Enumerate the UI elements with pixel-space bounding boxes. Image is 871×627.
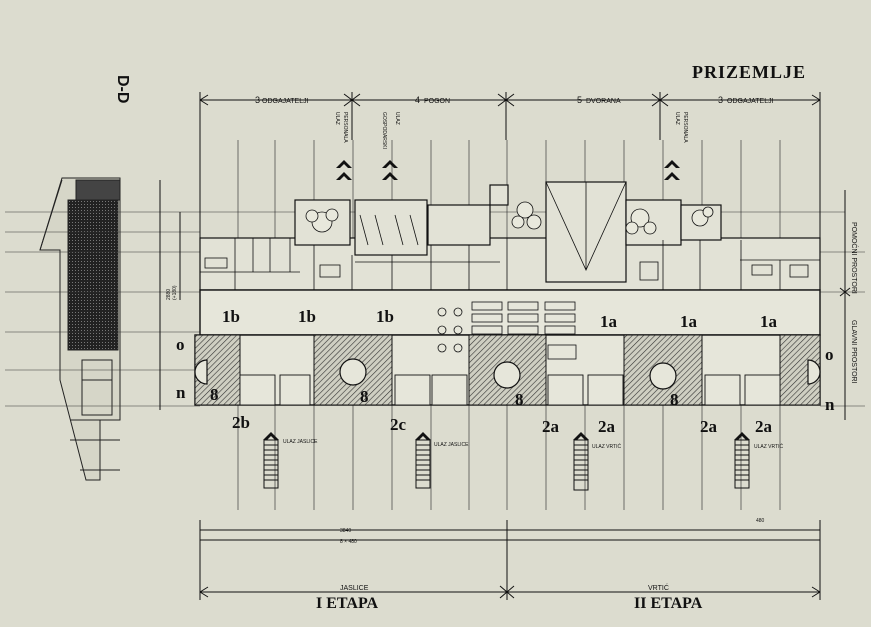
personala-label-1: PERSONALA — [342, 112, 348, 143]
bottom-dim-sub: 8 × 480 — [340, 539, 357, 545]
tree-symbols — [305, 201, 714, 235]
bottom-dim-total: 3840 — [340, 528, 351, 534]
left-dim-2: (+180) — [172, 285, 178, 300]
unit-2a-4: 2a — [755, 417, 773, 436]
section-label: D-D — [114, 75, 131, 103]
round-courtyards — [194, 358, 821, 390]
top-dim-1-num: 3 — [255, 95, 260, 105]
top-dim-3-label: DVORANA — [586, 98, 621, 105]
row-letter-n-left: n — [176, 383, 186, 402]
pomocni-prostori-label: POMOĆNI PROSTORI — [850, 222, 859, 294]
entry-vrtic-1: ULAZ VRTIĆ — [592, 443, 621, 450]
top-dim-2-num: 4 — [415, 95, 420, 105]
stage-2-sub: VRTIĆ — [648, 583, 669, 592]
unit-1b-3: 1b — [376, 307, 394, 326]
row-letter-n-right: n — [825, 395, 835, 414]
unit-1b-2: 1b — [298, 307, 316, 326]
room-8-1: 8 — [210, 385, 219, 404]
furniture-tables — [437, 301, 577, 360]
room-8-4: 8 — [670, 390, 679, 409]
entry-arrows-bottom — [263, 432, 750, 440]
glavni-prostori-label: GLAVNI PROSTORI — [850, 320, 857, 384]
unit-2a-3: 2a — [700, 417, 718, 436]
entry-arrows-top — [336, 160, 680, 180]
stage-1-label: I ETAPA — [316, 595, 379, 612]
unit-1a-2: 1a — [680, 312, 698, 331]
unit-1a-3: 1a — [760, 312, 778, 331]
bottom-dim-ptrs: 480 — [756, 518, 765, 524]
right-dimension — [839, 190, 851, 420]
personala-label-2: PERSONALA — [682, 112, 688, 143]
unit-2a-2: 2a — [598, 417, 616, 436]
top-dim-1-label: ODGAJATELJI — [262, 98, 309, 105]
top-dim-2-label: POGON — [424, 98, 450, 105]
entry-jaslice-1: ULAZ JASLICE — [283, 439, 318, 445]
bottom-dimension-lines — [159, 180, 821, 600]
service-wing — [199, 181, 821, 291]
stage-2-label: II ETAPA — [634, 595, 703, 612]
left-dim: 2880 — [166, 289, 172, 300]
ulaz-label-3: ULAZ — [674, 112, 680, 125]
top-dim-4-num: 3 — [718, 95, 723, 105]
service-rooms — [200, 181, 820, 290]
unit-2c: 2c — [390, 415, 407, 434]
entry-stairs-bottom — [263, 439, 750, 491]
stage-1-sub: JASLICE — [340, 585, 369, 592]
entry-vrtic-2: ULAZ VRTIĆ — [754, 443, 783, 450]
unit-1b-1: 1b — [222, 307, 240, 326]
top-dim-3-num: 5 — [577, 95, 582, 105]
top-dim-4-label: ODGAJATELJI — [727, 98, 774, 105]
plan-title: PRIZEMLJE — [692, 62, 806, 82]
unit-2a-1: 2a — [542, 417, 560, 436]
ulaz-label-1: ULAZ — [334, 112, 340, 125]
entry-jaslice-2: ULAZ JASLICE — [434, 442, 469, 448]
top-dimension-line — [199, 92, 821, 250]
unit-1a-1: 1a — [600, 312, 618, 331]
row-letter-o-left: o — [176, 335, 185, 354]
ulaz-label-2: ULAZ — [394, 112, 400, 125]
gospodarski-label: GOSPODARSKI — [381, 112, 387, 149]
unit-2b: 2b — [232, 413, 250, 432]
room-8-3: 8 — [515, 390, 524, 409]
room-8-2: 8 — [360, 387, 369, 406]
bathroom-blocks — [239, 374, 781, 406]
section-elevation — [39, 177, 121, 481]
row-letter-o-right: o — [825, 345, 834, 364]
